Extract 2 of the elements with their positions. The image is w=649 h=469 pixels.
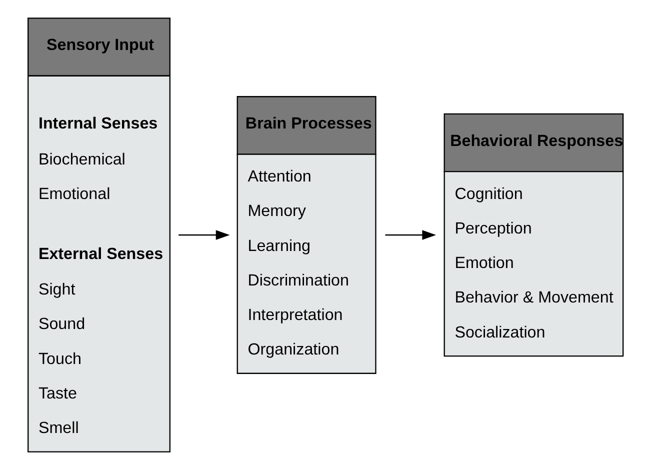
arrow <box>384 230 436 240</box>
arrow <box>178 230 230 240</box>
